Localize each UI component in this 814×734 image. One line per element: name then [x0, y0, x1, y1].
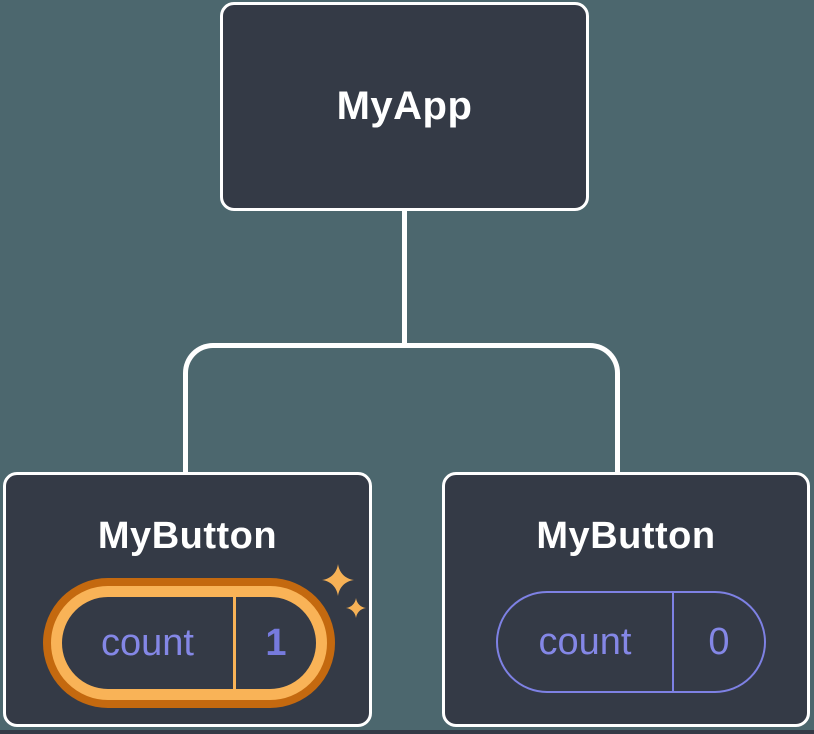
- state-value: 1: [265, 621, 287, 664]
- node-myapp: MyApp: [220, 2, 589, 211]
- state-pill: count 0: [496, 591, 766, 693]
- node-mybutton-1: MyButton count 1: [3, 472, 372, 727]
- sparkles-icon: [322, 564, 366, 618]
- connector-bracket: [183, 343, 620, 472]
- state-pill-highlighted: count 1: [51, 586, 327, 700]
- partial-next-section-strip: [0, 730, 814, 734]
- node-mybutton-2: MyButton count 0: [442, 472, 810, 727]
- state-name-label: count: [101, 621, 194, 664]
- state-value: 0: [708, 620, 730, 663]
- node-mybutton-1-label: MyButton: [97, 515, 278, 557]
- connector-stem: [402, 209, 407, 346]
- node-mybutton-2-label: MyButton: [536, 515, 716, 557]
- node-myapp-label: MyApp: [336, 84, 473, 128]
- pill-divider: [672, 593, 674, 691]
- state-name-label: count: [538, 620, 632, 663]
- pill-divider: [233, 597, 236, 689]
